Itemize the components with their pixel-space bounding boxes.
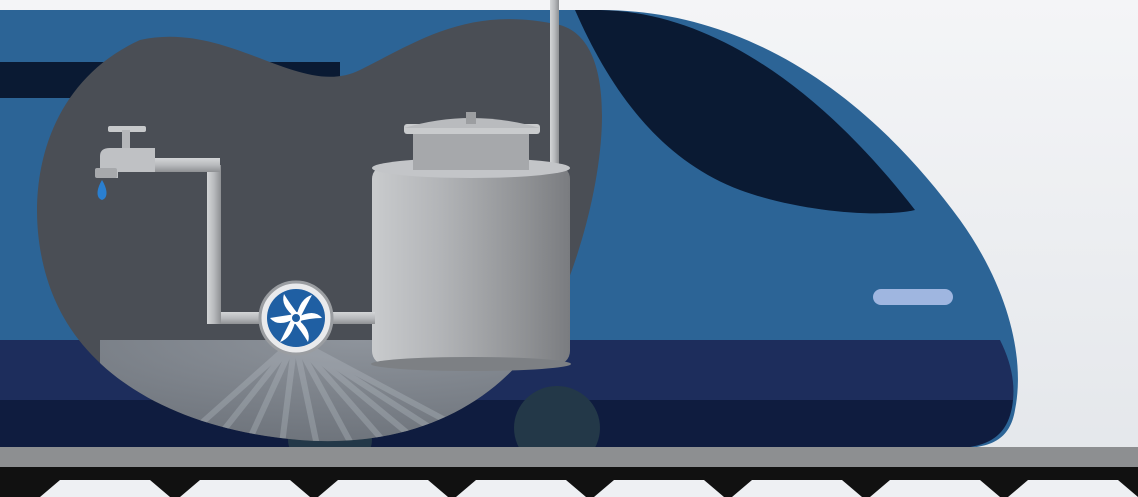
skirt: [0, 400, 1013, 448]
supply-pipe: [550, 0, 559, 165]
rail: [0, 447, 1138, 467]
return-pipe-vertical: [207, 165, 221, 324]
headlight: [873, 289, 953, 305]
pump-impeller-icon: [260, 282, 332, 354]
